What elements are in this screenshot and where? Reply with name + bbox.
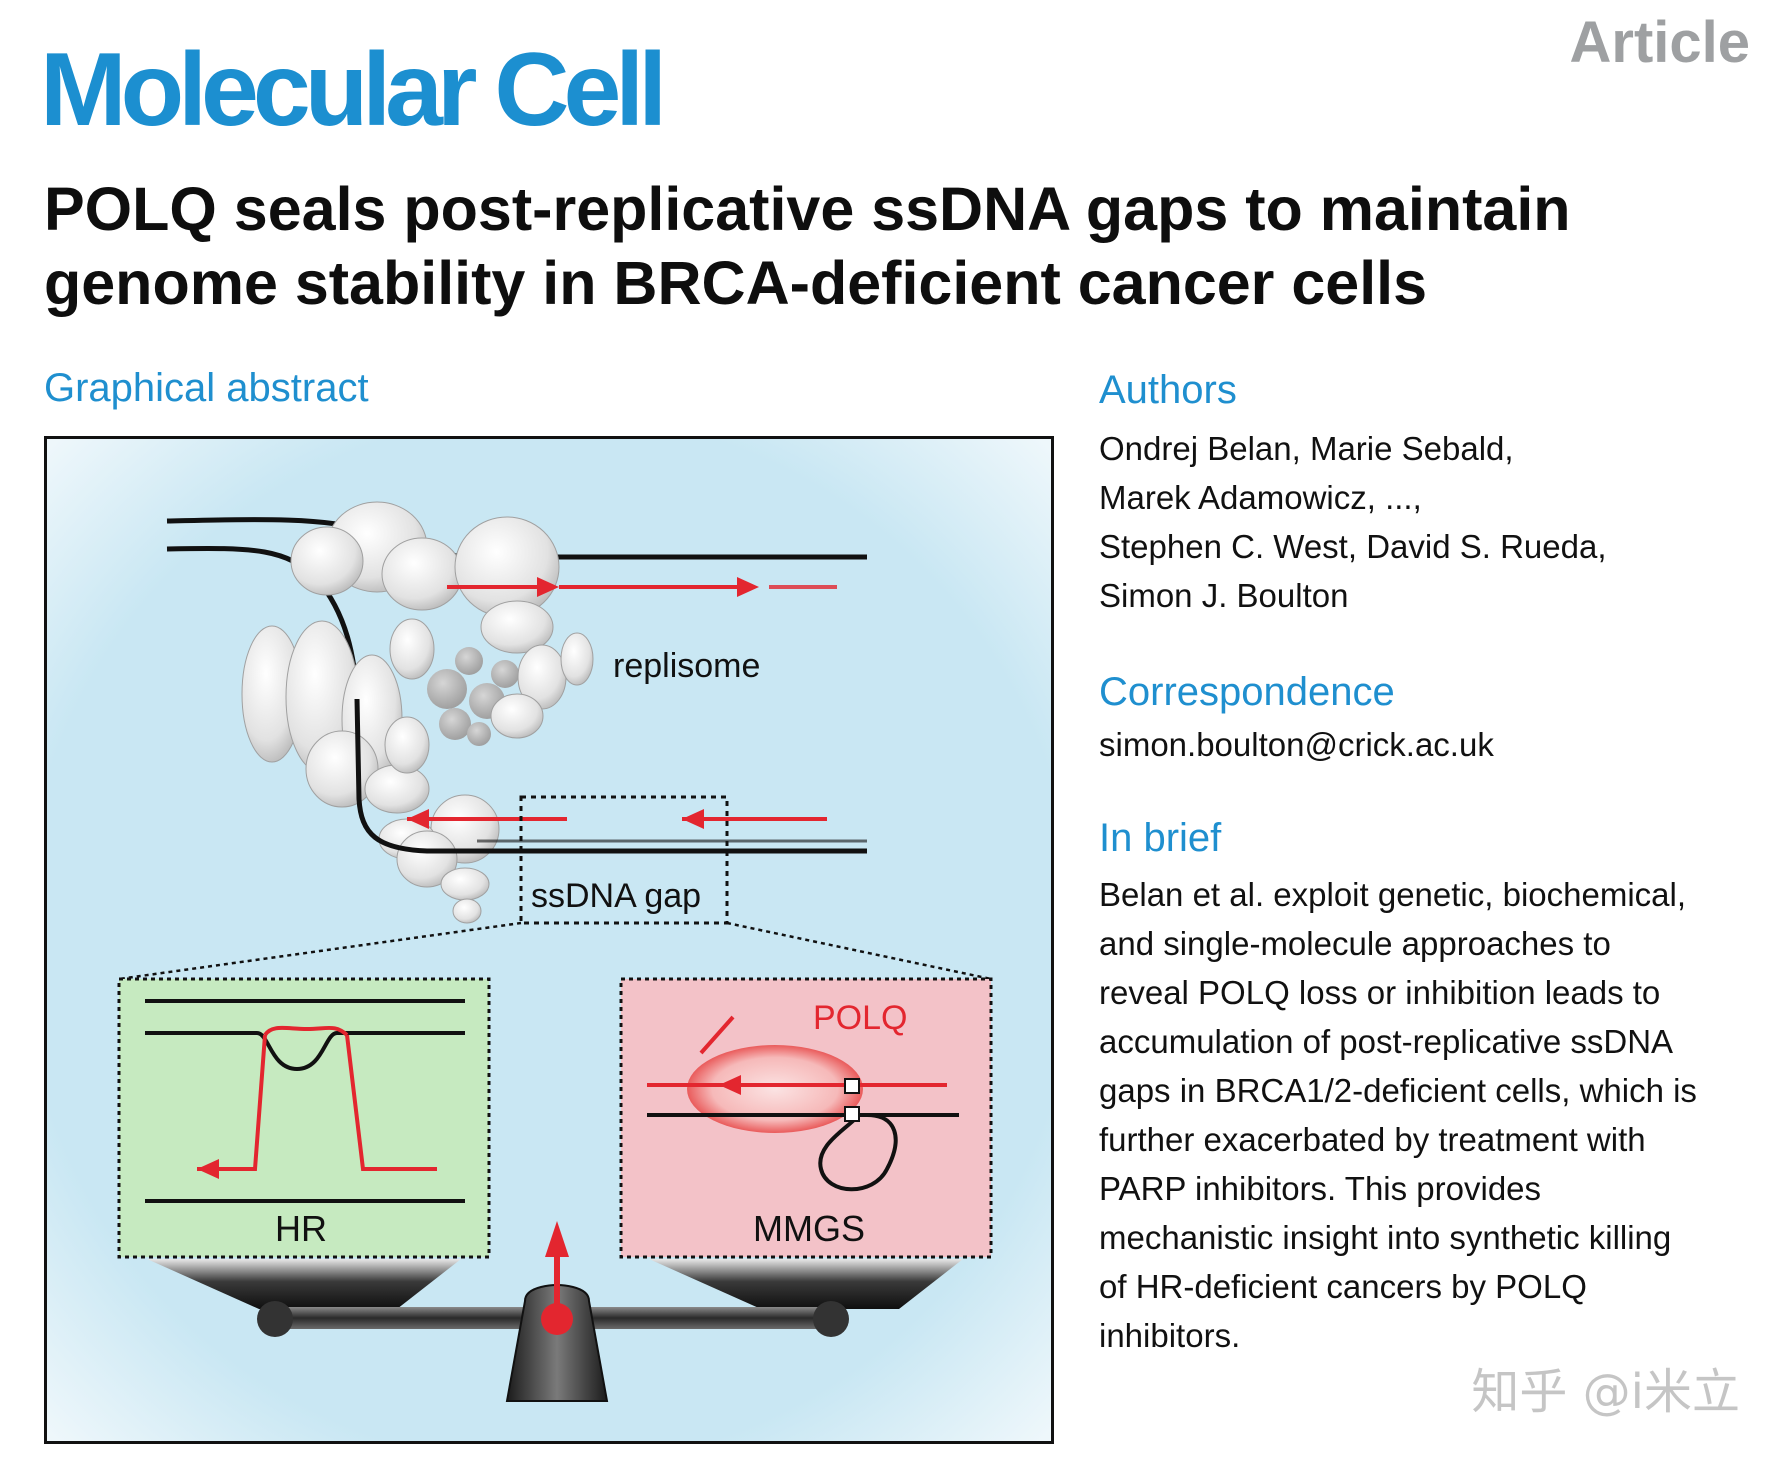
microhomology-marker [844,1106,860,1122]
correspondence-email[interactable]: simon.boulton@crick.ac.uk [1099,726,1494,763]
scale-pan-right [649,1259,963,1309]
graphical-abstract-figure: replisome ssDNA gap HR POLQ [44,436,1054,1444]
mmgs-label: MMGS [753,1208,865,1249]
mmgs-panel: POLQ MMGS [619,977,993,1259]
arrowhead-icon [719,1075,741,1095]
authors-line: Stephen C. West, David S. Rueda, [1099,528,1607,565]
title-line-2: genome stability in BRCA-deficient cance… [44,249,1428,317]
in-brief-line: Belan et al. exploit genetic, biochemica… [1099,876,1687,913]
title-line-1: POLQ seals post-replicative ssDNA gaps t… [44,175,1571,243]
protein-blob [389,618,435,680]
protein-blob [560,632,594,686]
in-brief-text: Belan et al. exploit genetic, biochemica… [1099,870,1769,1360]
protein-blob [440,867,490,901]
hr-invasion-loop [263,1025,349,1037]
hr-red-strand-right [345,1034,437,1171]
arrowhead-icon [537,577,559,597]
polq-enzyme [687,1045,863,1133]
polq-label: POLQ [813,999,907,1037]
graphical-abstract-svg: replisome ssDNA gap HR POLQ [47,439,1051,1441]
in-brief-line: further exacerbated by treatment with [1099,1121,1646,1158]
authors-line: Simon J. Boulton [1099,577,1349,614]
protein-blob-small [439,708,471,740]
in-brief-line: reveal POLQ loss or inhibition leads to [1099,974,1661,1011]
in-brief-line: gaps in BRCA1/2-deficient cells, which i… [1099,1072,1697,1109]
protein-blob-small [467,722,491,746]
article-type-label: Article [1569,10,1750,75]
protein-blob-small [455,647,483,675]
correspondence-heading: Correspondence [1099,670,1395,714]
replisome-label: replisome [613,647,760,685]
scale-beam-end-right [813,1301,849,1337]
paper-title: POLQ seals post-replicative ssDNA gaps t… [44,172,1764,320]
graphical-abstract-heading: Graphical abstract [44,366,369,410]
protein-blob [396,830,458,888]
in-brief-line: PARP inhibitors. This provides [1099,1170,1542,1207]
ssdna-gap-label: ssDNA gap [531,877,701,915]
scale-beam-end-left [257,1301,293,1337]
protein-blob [381,537,463,611]
zoom-line-left [118,921,522,981]
in-brief-line: accumulation of post-replicative ssDNA [1099,1023,1674,1060]
hr-label: HR [275,1208,327,1249]
pointer-arrowhead-icon [545,1221,569,1257]
dna-strand-lower [354,698,867,854]
arrowhead-icon [737,577,759,597]
ssdna-gap-box [519,795,729,925]
polq-red-flap [699,1015,735,1055]
protein-blob [480,600,554,654]
protein-blob [490,693,544,739]
in-brief-line: of HR-deficient cancers by POLQ [1099,1268,1587,1305]
replisome-group: replisome [166,501,867,924]
protein-blob [364,764,430,814]
journal-logo: Molecular Cell [40,32,667,148]
in-brief-line: mechanistic insight into synthetic killi… [1099,1219,1672,1256]
arrowhead-icon [407,809,429,829]
in-brief-line: inhibitors. [1099,1317,1241,1354]
arrowhead-icon [197,1159,219,1179]
hr-panel: HR [117,977,491,1259]
watermark: 知乎 @i米立 [1471,1364,1740,1420]
protein-blob-small [491,660,519,688]
authors-heading: Authors [1099,368,1237,412]
protein-blob [452,898,482,924]
authors-line: Ondrej Belan, Marie Sebald, [1099,430,1514,467]
authors-line: Marek Adamowicz, ..., [1099,479,1422,516]
zoom-line-right [726,921,992,981]
balance-scale [147,1221,963,1402]
in-brief-line: and single-molecule approaches to [1099,925,1611,962]
mmgs-dna-loop [647,1113,898,1192]
arrowhead-icon [682,809,704,829]
microhomology-marker [844,1078,860,1094]
scale-pan-left [147,1259,461,1309]
protein-blob [384,716,430,774]
protein-blob [290,526,364,596]
authors-list: Ondrej Belan, Marie Sebald, Marek Adamow… [1099,424,1739,620]
protein-blob-small [427,669,467,709]
in-brief-heading: In brief [1099,816,1222,860]
hr-panel-box [117,977,491,1259]
